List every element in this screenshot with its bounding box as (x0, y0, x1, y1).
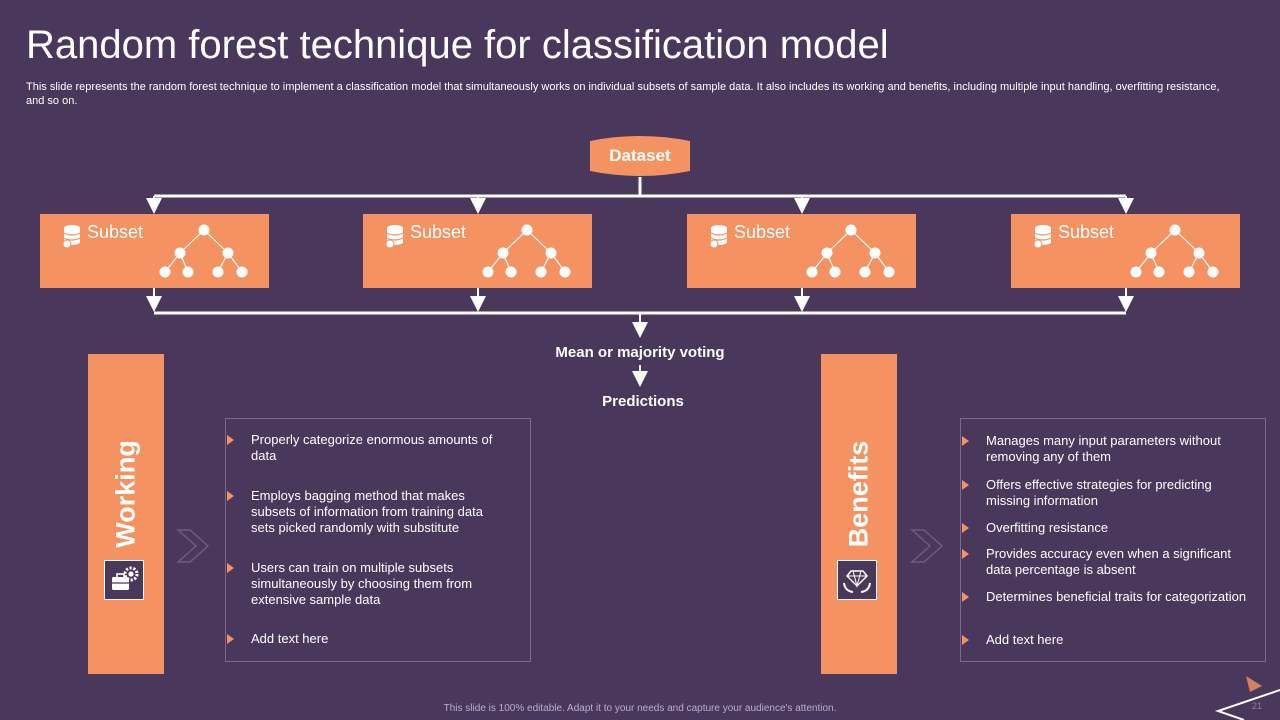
bullet-arrow-icon (962, 549, 969, 559)
subset-box-4: Subset (1011, 214, 1240, 288)
slide-number: 21 (1252, 701, 1263, 711)
list-item: Manages many input parameters without re… (962, 433, 1248, 465)
decision-tree-icon (806, 224, 895, 278)
database-icon (709, 225, 728, 248)
working-panel: Properly categorize enormous amounts of … (225, 418, 531, 662)
decision-tree-icon (159, 224, 248, 278)
bullet-arrow-icon (962, 523, 969, 533)
predictions-label: Predictions (602, 393, 684, 410)
footer-note: This slide is 100% editable. Adapt it to… (443, 703, 837, 714)
voting-label: Mean or majority voting (555, 344, 725, 361)
page-subtitle: This slide represents the random forest … (26, 81, 1220, 107)
list-item: Provides accuracy even when a significan… (962, 546, 1248, 578)
dataset-label: Dataset (609, 146, 671, 165)
bullet-arrow-icon (227, 634, 234, 644)
subset-label: Subset (734, 222, 791, 242)
list-item: Offers effective strategies for predicti… (962, 477, 1248, 509)
gear-briefcase-icon (104, 560, 144, 600)
bullet-arrow-icon (227, 491, 234, 501)
subset-box-1: Subset (40, 214, 269, 288)
subset-box-2: Subset (363, 214, 592, 288)
diamond-hands-icon (837, 560, 877, 600)
working-bar: Working (88, 354, 164, 674)
list-item: Properly categorize enormous amounts of … (227, 432, 501, 464)
subset-box-3: Subset (687, 214, 916, 288)
subset-label: Subset (87, 222, 144, 242)
database-icon (62, 225, 81, 248)
bullet-arrow-icon (962, 480, 969, 490)
decision-tree-icon (1130, 224, 1219, 278)
list-item: Add text here (227, 631, 501, 647)
bullet-arrow-icon (227, 563, 234, 573)
list-item: Add text here (962, 632, 1248, 648)
subset-label: Subset (410, 222, 467, 242)
decision-tree-icon (482, 224, 571, 278)
database-icon (1033, 225, 1052, 248)
list-item: Determines beneficial traits for categor… (962, 589, 1248, 605)
list-item: Users can train on multiple subsets simu… (227, 560, 501, 608)
benefits-bar: Benefits (821, 354, 897, 674)
cylinder-shape (590, 136, 690, 176)
list-item: Overfitting resistance (962, 520, 1248, 536)
bullet-arrow-icon (227, 435, 234, 445)
benefits-title: Benefits (843, 440, 874, 548)
list-item: Employs bagging method that makes subset… (227, 488, 501, 536)
chevron-right-icon (176, 529, 210, 563)
dataset-node: Dataset (590, 135, 690, 177)
page-title: Random forest technique for classificati… (26, 23, 889, 67)
bullet-arrow-icon (962, 635, 969, 645)
bullet-arrow-icon (962, 592, 969, 602)
bullet-arrow-icon (962, 436, 969, 446)
subset-label: Subset (1058, 222, 1115, 242)
working-title: Working (110, 440, 141, 548)
benefits-panel: Manages many input parameters without re… (960, 418, 1266, 662)
chevron-right-icon (910, 529, 944, 563)
database-icon (385, 225, 404, 248)
